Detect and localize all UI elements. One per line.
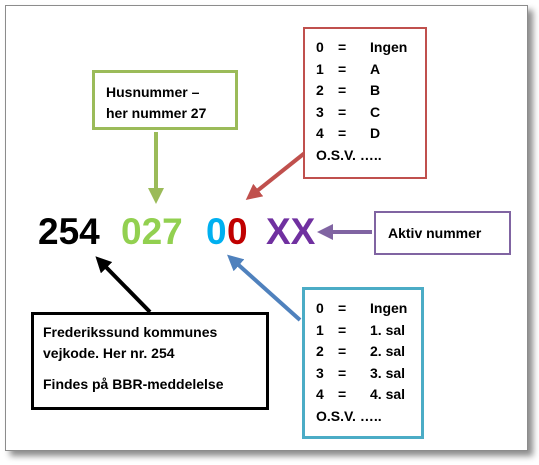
row-value: D bbox=[370, 125, 381, 142]
row-value: 1. sal bbox=[370, 321, 406, 338]
floor-row: 2 = 2. sal bbox=[316, 341, 421, 363]
husnummer-line1: Husnummer – bbox=[106, 84, 200, 100]
row-eq: = bbox=[338, 386, 347, 403]
kommune-box: Frederikssund kommunes vejkode. Her nr. … bbox=[31, 312, 269, 410]
husnummer-line2: her nummer 27 bbox=[106, 105, 207, 121]
code-floor-digit: 0 bbox=[206, 211, 227, 252]
row-eq: = bbox=[338, 60, 347, 77]
row-value: C bbox=[370, 103, 381, 120]
floor-row: 0 = Ingen bbox=[316, 298, 421, 320]
row-eq: = bbox=[338, 300, 347, 316]
row-value: 4. sal bbox=[370, 386, 406, 403]
kommune-line1: Frederikssund kommunes bbox=[43, 324, 218, 340]
code-aktiv: XX bbox=[266, 211, 316, 252]
row-key: 4 bbox=[316, 125, 324, 142]
aktiv-box: Aktiv nummer bbox=[374, 211, 511, 255]
kommune-line3: Findes på BBR-meddelelse bbox=[43, 376, 224, 392]
floor-row: 1 = 1. sal bbox=[316, 320, 421, 342]
letter-row: 3 = C bbox=[316, 102, 425, 124]
row-eq: = bbox=[338, 103, 347, 120]
code-letter-digit: 0 bbox=[227, 211, 248, 252]
row-eq: = bbox=[338, 343, 347, 360]
row-key: 2 bbox=[316, 343, 324, 360]
row-key: 0 bbox=[316, 300, 324, 316]
row-key: 4 bbox=[316, 386, 324, 403]
kommune-line2: vejkode. Her nr. 254 bbox=[43, 345, 175, 361]
row-eq: = bbox=[338, 82, 347, 99]
husnummer-box: Husnummer – her nummer 27 bbox=[92, 70, 238, 130]
row-eq: = bbox=[338, 125, 347, 142]
letter-row: 1 = A bbox=[316, 59, 425, 81]
row-eq: = bbox=[338, 39, 347, 55]
letter-footer: O.S.V. ….. bbox=[316, 146, 382, 163]
letter-row: 4 = D bbox=[316, 123, 425, 145]
row-value: Ingen bbox=[370, 39, 408, 55]
letter-box: 0 = Ingen 1 = A 2 = B 3 = C 4 = D O.S.V. ….. bbox=[303, 27, 427, 179]
row-key: 1 bbox=[316, 321, 324, 338]
aktiv-label: Aktiv nummer bbox=[388, 225, 482, 241]
row-value: B bbox=[370, 82, 381, 99]
row-eq: = bbox=[338, 364, 347, 381]
row-value: 2. sal bbox=[370, 343, 406, 360]
floor-box: 0 = Ingen 1 = 1. sal 2 = 2. sal 3 = 3. sal 4 = 4. … bbox=[302, 287, 424, 439]
row-value: Ingen bbox=[370, 300, 408, 316]
row-key: 3 bbox=[316, 103, 324, 120]
row-eq: = bbox=[338, 321, 347, 338]
row-key: 2 bbox=[316, 82, 324, 99]
floor-row: 3 = 3. sal bbox=[316, 363, 421, 385]
letter-row: 2 = B bbox=[316, 80, 425, 102]
floor-row: 4 = 4. sal bbox=[316, 384, 421, 406]
row-key: 1 bbox=[316, 60, 324, 77]
code-vejkode: 254 bbox=[38, 211, 100, 252]
row-value: A bbox=[370, 60, 381, 77]
row-key: 3 bbox=[316, 364, 324, 381]
row-value: 3. sal bbox=[370, 364, 406, 381]
code-husnummer: 027 bbox=[121, 211, 183, 252]
row-key: 0 bbox=[316, 39, 324, 55]
floor-footer: O.S.V. ….. bbox=[316, 407, 382, 424]
letter-row: 0 = Ingen bbox=[316, 37, 425, 59]
